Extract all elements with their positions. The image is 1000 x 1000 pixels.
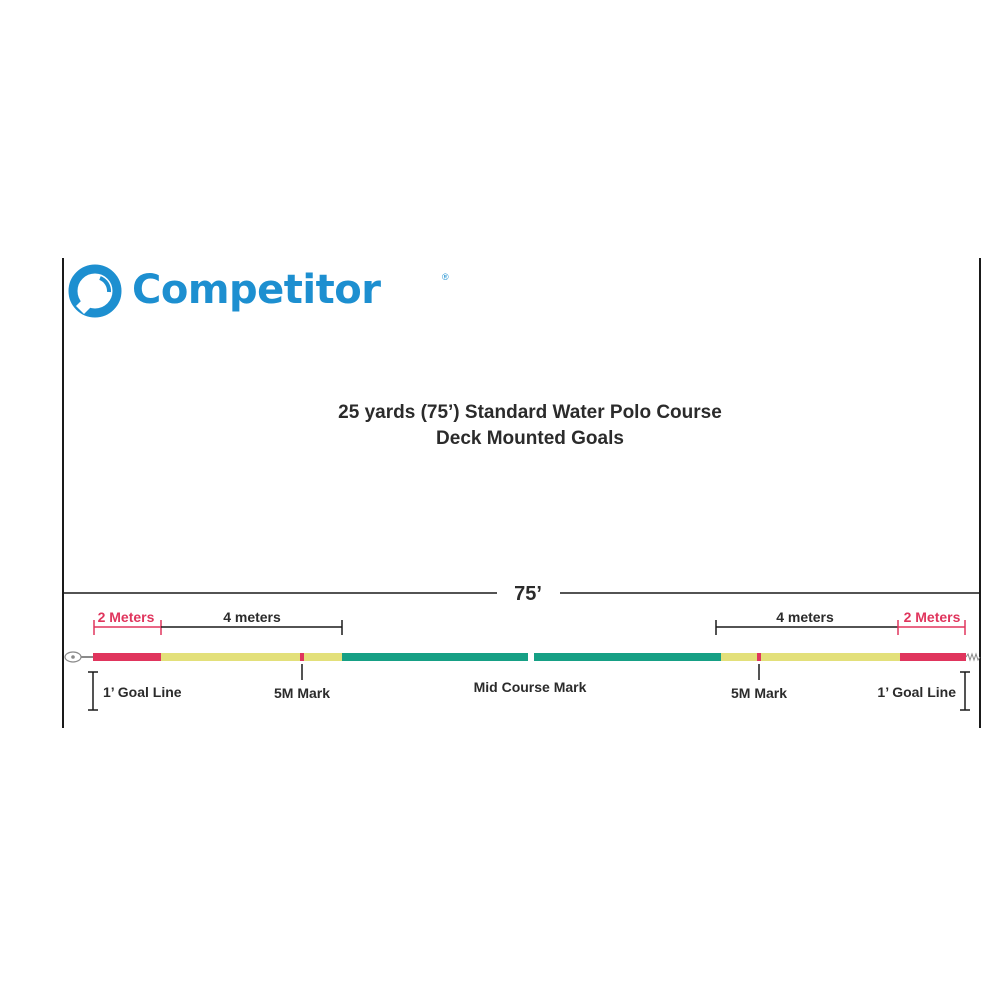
registered-mark: ® — [442, 272, 449, 282]
brand-name: Competitor — [132, 267, 381, 313]
left-anchor-hook — [64, 651, 93, 663]
left-anchor-hook-eye — [71, 655, 75, 659]
left-four-meter-bracket — [161, 620, 343, 635]
right-goal-zone-bracket — [897, 620, 966, 635]
left-yellow-zone — [161, 653, 342, 661]
right-goal-line-label: 1’ Goal Line — [877, 684, 956, 700]
diagram-title: 25 yards (75’) Standard Water Polo Cours… — [338, 402, 722, 423]
left-5m-mark-label: 5M Mark — [274, 685, 330, 701]
left-green-zone — [342, 653, 528, 661]
left-four-meter-label: 4 meters — [223, 609, 281, 625]
left-goal-line-tick — [88, 671, 98, 711]
frame-right-border — [979, 258, 981, 728]
competitor-logo: Competitor ® — [66, 262, 449, 322]
right-red-zone — [900, 653, 966, 661]
left-goal-line-label: 1’ Goal Line — [103, 684, 182, 700]
right-goal-zone-label: 2 Meters — [904, 609, 961, 625]
course-lane-line — [64, 651, 981, 663]
right-5m-mark-label: 5M Mark — [731, 685, 787, 701]
right-yellow-zone — [721, 653, 900, 661]
right-green-zone — [534, 653, 721, 661]
frame-left-border — [62, 258, 64, 728]
competitor-logo-icon — [68, 264, 122, 318]
total-length-dimension: 75’ — [63, 583, 979, 605]
total-length-label: 75’ — [514, 583, 542, 605]
left-goal-zone-label: 2 Meters — [98, 609, 155, 625]
left-5m-marker — [300, 653, 304, 661]
diagram-subtitle: Deck Mounted Goals — [436, 428, 624, 449]
right-tension-spring — [965, 652, 981, 662]
mid-course-mark-label: Mid Course Mark — [474, 679, 587, 695]
left-red-zone — [93, 653, 161, 661]
right-5m-marker — [757, 653, 761, 661]
right-goal-line-tick — [960, 671, 970, 711]
right-four-meter-label: 4 meters — [776, 609, 834, 625]
right-four-meter-bracket — [715, 620, 898, 635]
